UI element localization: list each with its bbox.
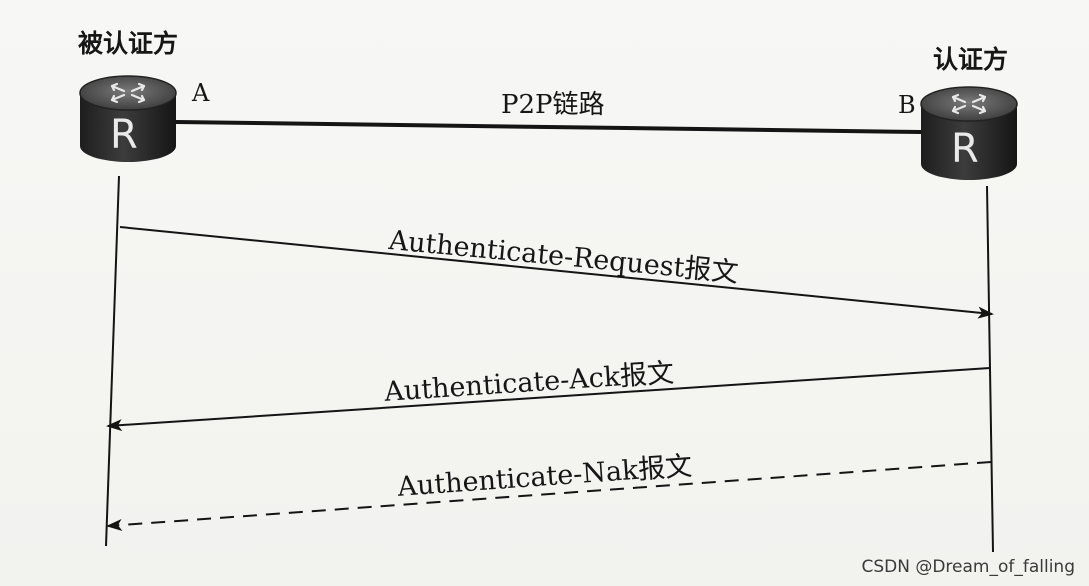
authenticatee-label: 被认证方 [78,29,179,58]
request-arrow [119,226,994,319]
router-letter-left: R [110,112,138,158]
nak-arrow [106,461,992,531]
p2p-link-line [175,120,922,134]
router-icon-left [79,75,177,162]
router-arrows-icon [110,82,146,104]
watermark-text: CSDN @Dream_of_falling [861,557,1075,577]
port-a-label: A [192,79,210,107]
router-icon-right [920,86,1018,180]
ack-arrow [106,367,991,432]
authenticator-label: 认证方 [933,45,1009,74]
p2p-link-label: P2P链路 [501,90,605,120]
router-arrows-icon [951,93,987,115]
router-letter-right: R [951,126,979,172]
port-b-label: B [898,91,916,119]
lifeline-left [105,175,120,547]
